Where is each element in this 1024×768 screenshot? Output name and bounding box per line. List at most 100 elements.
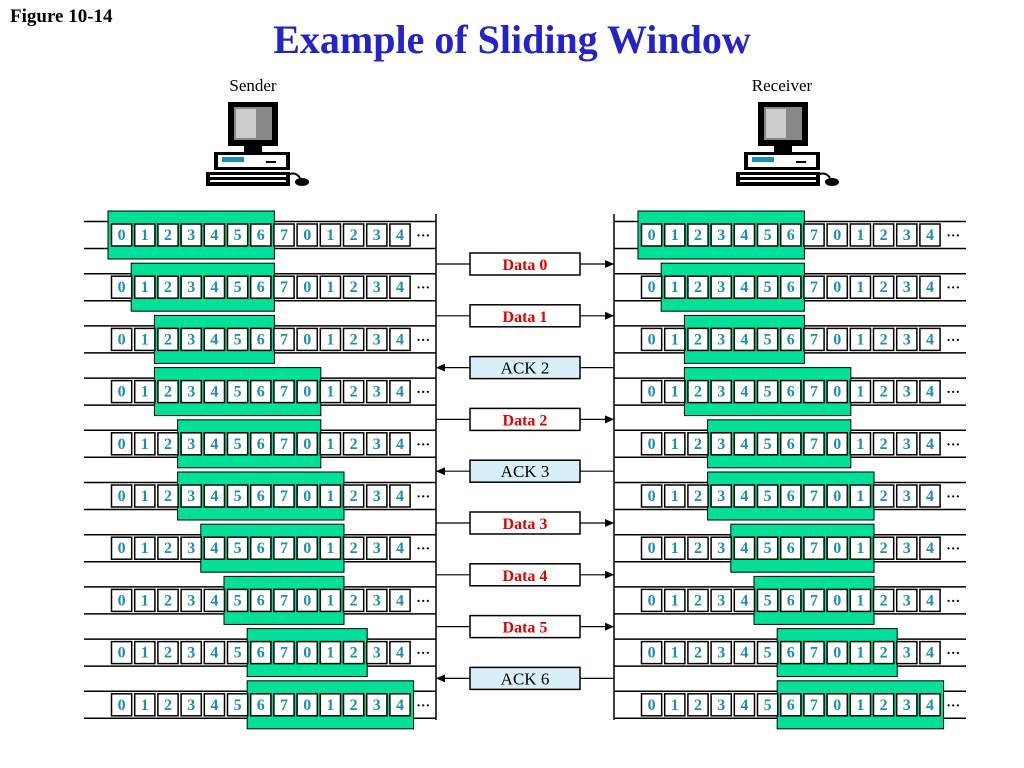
sequence-cell: [180, 432, 203, 456]
sequence-cell-label: 7: [280, 540, 288, 557]
sequence-cell-label: 4: [396, 592, 404, 609]
sequence-cell: [779, 432, 802, 456]
sequence-cell-label: 3: [373, 227, 381, 244]
sequence-cell-label: 3: [717, 384, 725, 401]
sequence-cell: [319, 640, 342, 665]
sequence-cell: [319, 275, 342, 299]
data-frame-label: Data 1: [503, 309, 548, 326]
sequence-cell: [872, 693, 895, 717]
sequence-cell: [803, 536, 825, 560]
sequence-cell: [203, 588, 226, 613]
sequence-cell: [180, 640, 203, 665]
sequence-cell: [779, 379, 802, 404]
sequence-cell-label: 4: [210, 592, 218, 609]
sequence-cell: [687, 223, 709, 247]
sequence-cell: [273, 327, 295, 352]
sequence-cell-label: 4: [926, 540, 934, 557]
sequence-cell: [296, 588, 319, 613]
sequence-cell-label: 2: [694, 592, 702, 609]
sequence-cell: [180, 536, 203, 560]
sequence-cell: [180, 275, 203, 299]
sequence-cell-label: 0: [303, 436, 311, 453]
sequence-cell: [826, 223, 849, 247]
sequence-cell: [365, 484, 388, 508]
sequence-cell: [110, 327, 133, 352]
sequence-cell-label: 7: [280, 488, 288, 505]
sequence-cell: [895, 379, 918, 404]
sequence-cell-label: 2: [694, 384, 702, 401]
sequence-cell: [756, 693, 779, 717]
ack-frame-box: [469, 355, 581, 380]
sequence-cell: [663, 693, 686, 717]
sequence-cell: [872, 379, 895, 404]
sequence-cell: [756, 640, 779, 665]
sequence-cell-label: 3: [187, 331, 195, 348]
sequence-cell: [365, 432, 388, 456]
sequence-cell-label: 6: [257, 384, 265, 401]
sequence-cell: [389, 223, 411, 247]
sequence-cell-label: 5: [234, 331, 242, 348]
sequence-cell: [226, 432, 249, 456]
sequence-cell: [640, 223, 663, 247]
sequence-cell-label: 2: [694, 645, 702, 662]
sequence-cell: [157, 588, 179, 613]
sequence-cell-label: 3: [903, 540, 911, 557]
sequence-cell: [319, 379, 342, 404]
sequence-cell: [756, 327, 779, 352]
sequence-cell-label: 3: [187, 540, 195, 557]
sequence-cell-label: 7: [810, 436, 818, 453]
sequence-cell-label: 4: [210, 331, 218, 348]
sequence-cell-label: 0: [118, 592, 126, 609]
sequence-cell: [249, 223, 272, 247]
sequence-cell-label: 2: [350, 697, 358, 714]
sequence-cell: [849, 432, 872, 456]
sequence-cell: [180, 223, 203, 247]
sequence-cell: [710, 379, 733, 404]
sequence-cell: [157, 327, 179, 352]
sequence-cell: [203, 536, 226, 560]
sequence-cell: [710, 275, 733, 299]
sequence-cell: [273, 223, 295, 247]
sequence-cell: [895, 484, 918, 508]
sequence-cell-label: 3: [903, 645, 911, 662]
sequence-cell-label: 2: [880, 540, 888, 557]
sequence-cell: [319, 693, 342, 717]
sequence-cell: [826, 275, 849, 299]
sequence-cell: [342, 223, 365, 247]
sequence-cell: [249, 588, 272, 613]
sequence-cell-label: 0: [303, 227, 311, 244]
sequence-cell-label: 3: [717, 436, 725, 453]
sequence-cell-label: 3: [903, 697, 911, 714]
sequence-cell: [803, 484, 825, 508]
sequence-cell-label: 2: [164, 540, 172, 557]
sequence-cell: [365, 223, 388, 247]
sequence-cell-label: 2: [880, 645, 888, 662]
sequence-cell: [342, 432, 365, 456]
sequence-cell: [296, 327, 319, 352]
sequence-cell-label: 0: [833, 227, 841, 244]
sequence-cell-label: 1: [856, 540, 864, 557]
sequence-cell: [273, 432, 295, 456]
sequence-cell-label: 0: [303, 592, 311, 609]
sequence-cell-label: 5: [234, 540, 242, 557]
sequence-cell: [640, 640, 663, 665]
sequence-cell: [663, 484, 686, 508]
sequence-cell-label: 6: [787, 592, 795, 609]
arrow-right-icon: [605, 519, 614, 527]
sequence-cell-label: 5: [234, 592, 242, 609]
message-1: Data 1: [436, 304, 614, 328]
sequence-cell-label: 4: [210, 645, 218, 662]
sequence-cell-label: ···: [946, 490, 960, 505]
arrow-right-icon: [605, 311, 614, 320]
sequence-cell-label: 2: [880, 331, 888, 348]
sequence-cell: [733, 693, 756, 717]
sequence-cell-label: ···: [416, 386, 430, 401]
sequence-cell: [919, 432, 941, 456]
sequence-cell: [733, 223, 756, 247]
sequence-cell: [756, 588, 779, 613]
sequence-cell: [110, 275, 133, 299]
sequence-cell: [895, 693, 918, 717]
